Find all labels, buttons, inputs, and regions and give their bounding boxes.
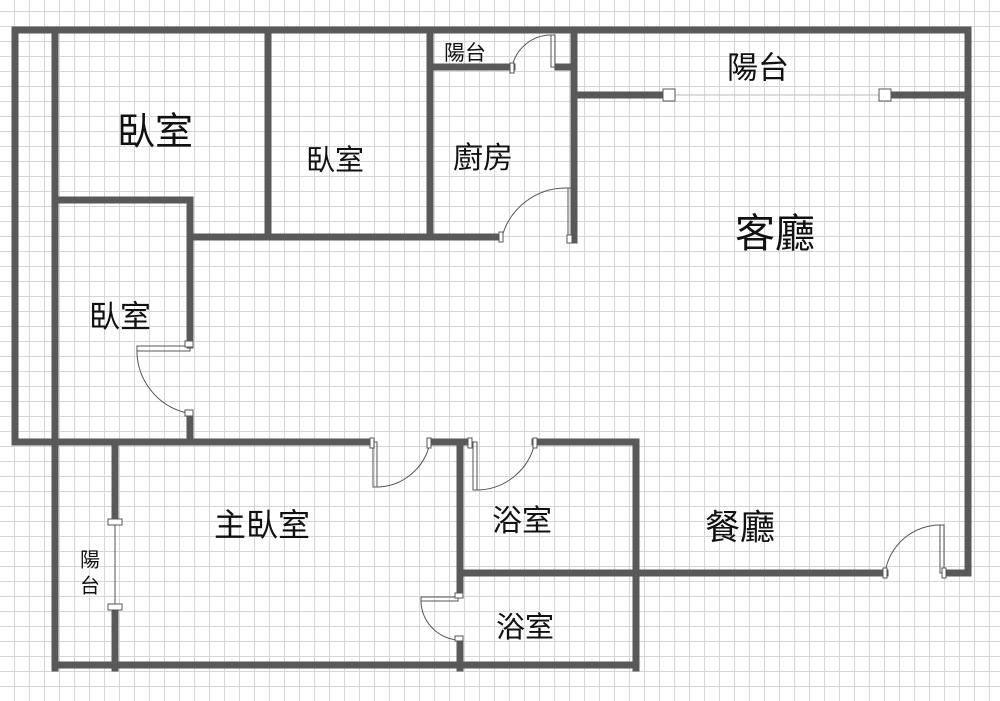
door-bedroom-left-swing — [136, 348, 188, 414]
door-kitchen-leaf — [567, 187, 574, 241]
room-label-living-balcony: 陽台 — [727, 50, 789, 87]
door-jamb — [184, 409, 194, 417]
door-master-bedroom-swing — [374, 441, 431, 488]
door-jamb — [882, 567, 888, 579]
door-bathroom-upper-leaf — [472, 441, 478, 491]
door-jamb — [498, 231, 504, 243]
door-bedroom-left-leaf — [136, 345, 191, 352]
window-frame — [107, 603, 123, 611]
room-label-bathroom-lower: 浴室 — [495, 610, 555, 644]
door-jamb — [454, 592, 464, 599]
door-entrance-leaf — [939, 524, 945, 574]
door-jamb — [369, 437, 375, 449]
room-label-bedroom-left: 臥室 — [89, 299, 151, 336]
door-jamb — [509, 62, 515, 74]
window-frame — [878, 88, 892, 102]
door-jamb — [467, 437, 473, 449]
door-bathroom-lower-swing — [420, 598, 459, 641]
door-jamb — [566, 234, 573, 244]
door-entrance-swing — [884, 524, 943, 574]
window-frame — [107, 518, 123, 526]
room-label-bathroom-upper: 浴室 — [492, 504, 552, 539]
door-kitchen-balcony-leaf — [550, 34, 556, 68]
room-label-master-balcony: 陽台 — [76, 549, 101, 601]
door-kitchen-balcony-swing — [511, 34, 552, 68]
room-label-master-bedroom: 主臥室 — [213, 506, 311, 544]
door-bathroom-upper-swing — [474, 441, 536, 491]
door-jamb — [454, 635, 464, 642]
door-kitchen-swing — [501, 187, 569, 238]
room-label-bedroom-top-left: 臥室 — [116, 109, 194, 154]
door-jamb — [941, 567, 947, 579]
door-master-bedroom-leaf — [372, 441, 378, 488]
room-label-living-room: 客廳 — [735, 211, 815, 257]
room-label-bedroom-top-middle: 臥室 — [305, 143, 365, 177]
door-jamb — [184, 340, 194, 348]
room-label-kitchen-balcony: 陽台 — [444, 41, 486, 65]
room-label-kitchen: 廚房 — [453, 141, 513, 176]
door-jamb — [532, 437, 538, 449]
door-jamb — [426, 437, 432, 449]
window-frame — [662, 88, 676, 102]
door-bathroom-lower-leaf — [420, 596, 459, 602]
room-label-dining-room: 餐廳 — [704, 508, 776, 549]
